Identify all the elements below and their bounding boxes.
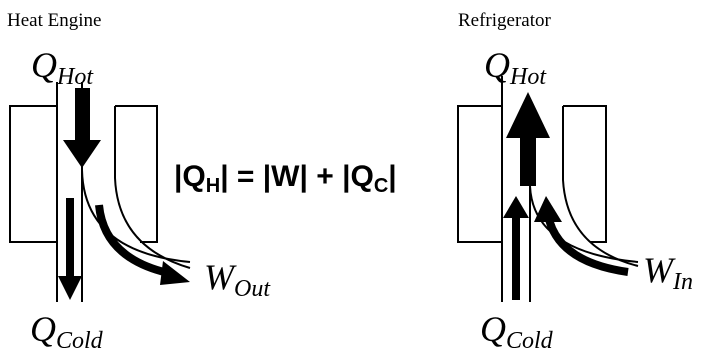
- equation-lhs-close: |: [220, 160, 229, 193]
- refrigerator-q-cold-subscript: Cold: [506, 328, 553, 354]
- refrigerator-q-cold-label: QCold: [480, 309, 553, 353]
- heat-engine-q-hot-symbol: Q: [31, 45, 57, 85]
- refrigerator-q-hot-arrow: [506, 92, 550, 186]
- equation-rhs-subscript: C: [373, 175, 389, 197]
- heat-engine-w-out-symbol: W: [204, 257, 234, 297]
- refrigerator-q-hot-symbol: Q: [484, 45, 510, 85]
- heat-engine-q-cold-arrow: [58, 198, 82, 300]
- heat-engine-w-out-arrowhead: [160, 261, 190, 285]
- refrigerator-q-cold-symbol: Q: [480, 309, 506, 349]
- heat-engine-work-curve-outer: [114, 106, 191, 269]
- heat-engine-q-cold-label: QCold: [30, 309, 103, 353]
- heat-engine-reservoir-left: [9, 105, 57, 243]
- refrigerator-title: Refrigerator: [458, 10, 551, 31]
- refrigerator-q-hot-label: QHot: [484, 45, 546, 89]
- heat-engine-w-out-subscript: Out: [234, 276, 270, 302]
- heat-engine-q-hot-subscript: Hot: [57, 64, 93, 90]
- refrigerator-w-in-subscript: In: [673, 269, 693, 295]
- heat-engine-q-hot-label: QHot: [31, 45, 93, 89]
- equation-middle: = |W| + |Q: [228, 160, 374, 193]
- refrigerator-w-in-symbol: W: [643, 250, 673, 290]
- heat-engine-q-cold-subscript: Cold: [56, 328, 103, 354]
- heat-engine-reservoir-right: [115, 105, 158, 243]
- heat-engine-w-out-label: WOut: [204, 257, 270, 301]
- refrigerator-w-in-label: WIn: [643, 250, 693, 294]
- equation-rhs-close: |: [388, 160, 397, 193]
- refrigerator-w-in-arrowhead: [534, 196, 562, 222]
- refrigerator-q-cold-arrow: [503, 196, 529, 300]
- heat-engine-title: Heat Engine: [7, 10, 102, 31]
- refrigerator-reservoir-left: [457, 105, 502, 243]
- refrigerator-reservoir-right: [563, 105, 607, 243]
- refrigerator-work-curve-outer: [562, 106, 639, 267]
- heat-engine-w-out-arrow: [95, 204, 169, 277]
- refrigerator-w-in-arrow: [544, 214, 629, 276]
- energy-balance-equation: |QH| = |W| + |QC|: [174, 160, 397, 197]
- refrigerator-q-hot-subscript: Hot: [510, 64, 546, 90]
- equation-lhs-open: |Q: [174, 160, 206, 193]
- refrigerator-graphic: [457, 76, 639, 302]
- heat-engine-graphic: [9, 82, 191, 302]
- equation-lhs-subscript: H: [205, 175, 221, 197]
- heat-engine-q-hot-arrow: [63, 88, 101, 168]
- heat-engine-q-cold-symbol: Q: [30, 309, 56, 349]
